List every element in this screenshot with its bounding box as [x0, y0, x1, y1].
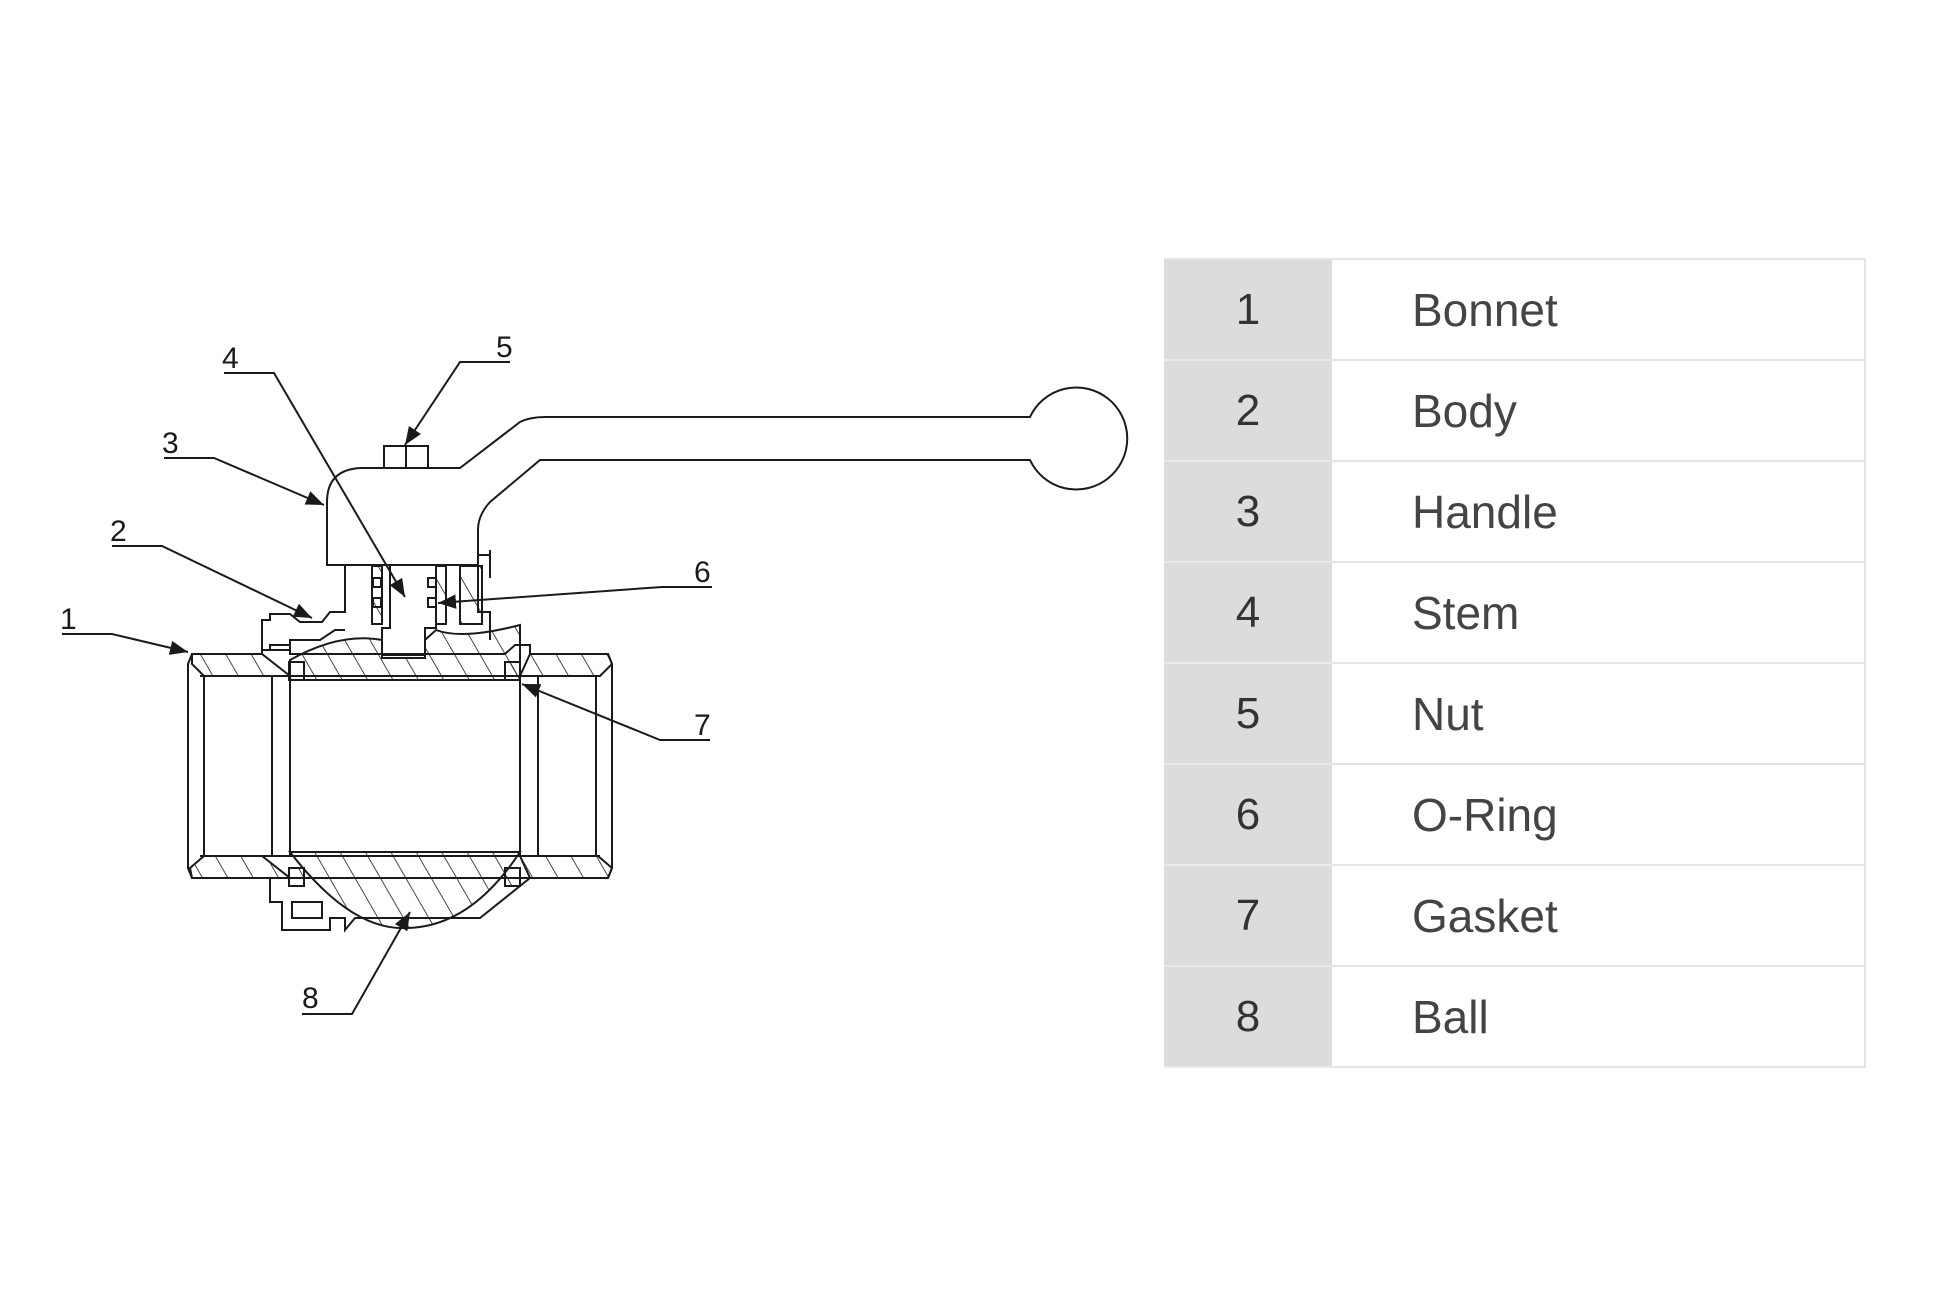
gasket-part	[288, 661, 521, 887]
part-number: 3	[1164, 461, 1332, 563]
callout-3: 3	[162, 427, 179, 460]
leader-lines	[62, 361, 712, 1015]
callout-7: 7	[694, 709, 711, 742]
part-number: 1	[1164, 258, 1332, 361]
nut-part	[383, 445, 429, 469]
o-ring-part	[372, 577, 437, 608]
part-number: 2	[1164, 360, 1332, 462]
stem-part	[371, 565, 483, 656]
part-number: 5	[1164, 663, 1332, 765]
part-name: O-Ring	[1332, 764, 1866, 866]
part-name: Handle	[1332, 461, 1866, 563]
part-number: 7	[1164, 865, 1332, 967]
body-part	[261, 565, 491, 651]
callout-4: 4	[222, 342, 239, 375]
ball-part	[287, 623, 522, 930]
part-number: 6	[1164, 764, 1332, 866]
part-name: Gasket	[1332, 865, 1866, 967]
part-name: Nut	[1332, 663, 1866, 765]
callout-numbers: 1 2 3 4 5 6 7 8	[60, 331, 711, 1015]
part-number: 8	[1164, 966, 1332, 1068]
callout-6: 6	[694, 556, 711, 589]
part-number: 4	[1164, 562, 1332, 664]
part-name: Bonnet	[1332, 258, 1866, 361]
part-name: Body	[1332, 360, 1866, 462]
callout-8: 8	[302, 982, 319, 1015]
callout-1: 1	[60, 603, 77, 636]
part-name: Stem	[1332, 562, 1866, 664]
callout-5: 5	[496, 331, 513, 364]
callout-2: 2	[110, 515, 127, 548]
part-name: Ball	[1332, 966, 1866, 1068]
handle-part	[326, 386, 1129, 578]
